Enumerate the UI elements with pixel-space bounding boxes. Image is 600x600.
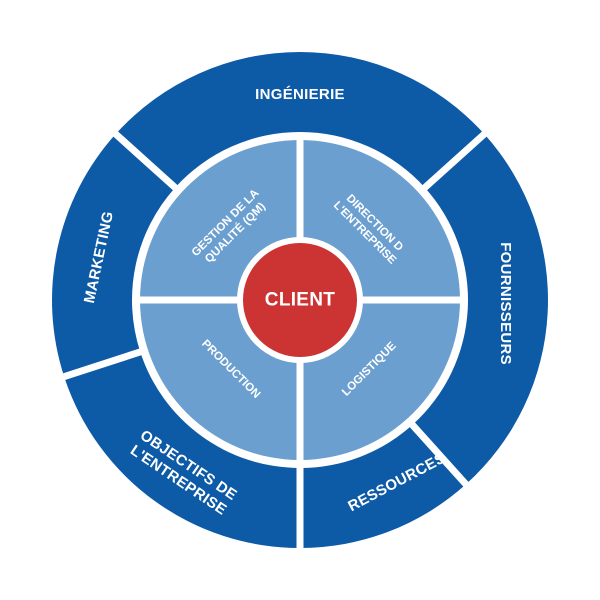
inner-segment-direction (300, 140, 460, 300)
inner-segment-qualite (140, 140, 300, 300)
outer-label-ingenierie-line: INGÉNIERIE (255, 86, 345, 103)
inner-segment-production (140, 300, 300, 460)
outer-segment-ingenierie (115, 52, 485, 188)
outer-label-fournisseurs: FOURNISSEURS (497, 242, 514, 365)
outer-label-fournisseurs-line: FOURNISSEURS (497, 242, 514, 365)
center-circle: CLIENT (237, 237, 363, 363)
outer-separator (111, 129, 179, 192)
inner-segment-logistique (300, 300, 460, 460)
outer-label-ingenierie: INGÉNIERIE (255, 86, 345, 103)
outer-ring (52, 52, 548, 551)
outer-segment-objectifs (64, 351, 300, 548)
outer-segment-marketing (52, 134, 176, 377)
outer-segment-fournisseurs (412, 134, 548, 485)
outer-separator (60, 347, 144, 381)
inner-ring (137, 137, 463, 463)
outer-separator (421, 129, 489, 192)
center-label: CLIENT (265, 290, 335, 311)
outer-segment-ressources (300, 424, 466, 548)
outer-separator (408, 421, 471, 489)
